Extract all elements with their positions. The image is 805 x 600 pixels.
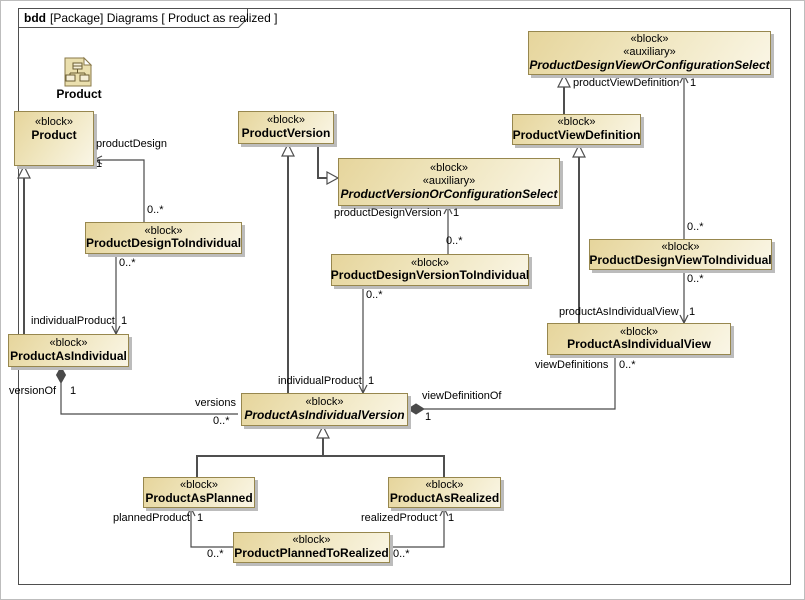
generalization-productAsIndividualView-to-productViewDefinition[interactable]: [572, 143, 586, 323]
block-name: ProductViewDefinition: [512, 127, 641, 142]
role-label-realizedProduct: realizedProduct: [361, 512, 438, 524]
multiplicity-label: 1: [70, 385, 77, 397]
block-productAsPlanned[interactable]: «block» ProductAsPlanned: [143, 477, 255, 508]
stereotype-label: «block»: [430, 162, 468, 175]
block-productAsIndividual[interactable]: «block» ProductAsIndividual: [8, 334, 129, 367]
block-name: ProductVersion: [241, 125, 331, 140]
stereotype-label: «block»: [630, 33, 669, 46]
generalization-productVersion-to-productVersionOrConfigurationSelect[interactable]: [317, 144, 340, 186]
stereotype-label: «block»: [557, 116, 596, 129]
block-name: ProductDesignViewToIndividual: [589, 252, 772, 267]
multiplicity-label: 0..*: [213, 415, 230, 427]
block-name: ProductDesignVersionToIndividual: [330, 268, 530, 283]
stereotype-label: «block»: [305, 396, 344, 409]
association-productDesignVersionToIndividual-productVersionOrConfigurationSelect[interactable]: [443, 204, 453, 254]
role-label-productAsIndividualView: productAsIndividualView: [559, 306, 679, 318]
block-product[interactable]: «block» Product: [14, 111, 94, 166]
multiplicity-label: 0..*: [687, 221, 704, 233]
diagram-title-text: [Package] Diagrams [ Product as realized…: [50, 11, 278, 25]
multiplicity-label: 0..*: [366, 289, 383, 301]
stereotype-label: «block»: [267, 114, 305, 127]
association-productDesignToIndividual-product[interactable]: [92, 155, 145, 222]
multiplicity-label: 0..*: [119, 257, 136, 269]
diagram-shortcut-glyph: [64, 56, 93, 87]
product-shortcut-icon[interactable]: [62, 56, 94, 93]
multiplicity-label: 0..*: [446, 235, 463, 247]
role-label-individualProduct: individualProduct: [31, 315, 115, 327]
generalization-planned-realized-to-productAsIndividualVersion[interactable]: [196, 424, 445, 477]
block-name: ProductVersionOrConfigurationSelect: [340, 186, 558, 201]
multiplicity-label: 0..*: [147, 204, 164, 216]
block-productAsRealized[interactable]: «block» ProductAsRealized: [388, 477, 501, 508]
multiplicity-label: 1: [448, 512, 455, 524]
multiplicity-label: 1: [368, 375, 375, 387]
multiplicity-label: 0..*: [207, 548, 224, 560]
block-name: ProductAsRealized: [389, 490, 500, 505]
multiplicity-label: 1: [689, 306, 696, 318]
block-name: ProductPlannedToRealized: [234, 545, 389, 560]
frame-title-tab: [18, 8, 248, 28]
generalization-productViewDefinition-to-productDesignViewOrConfigurationSelect[interactable]: [557, 73, 571, 114]
role-label-productDesignVersion: productDesignVersion: [334, 207, 442, 219]
block-productDesignVersionToIndividual[interactable]: «block» ProductDesignVersionToIndividual: [331, 254, 529, 286]
multiplicity-label: 1: [453, 207, 460, 219]
stereotype-label: «block»: [180, 479, 218, 492]
composition-productAsIndividualVersion-viewDefinitions[interactable]: [407, 355, 616, 415]
association-productDesignViewToIndividual-vertical[interactable]: [679, 73, 689, 325]
multiplicity-label: 0..*: [393, 548, 410, 560]
stereotype-label: «block»: [35, 116, 73, 128]
role-label-productViewDefinition: productViewDefinition: [573, 77, 680, 89]
stereotype-label: «block»: [144, 224, 183, 237]
block-productVersion[interactable]: «block» ProductVersion: [238, 111, 334, 144]
multiplicity-label: 0..*: [619, 359, 636, 371]
block-productAsIndividualVersion[interactable]: «block» ProductAsIndividualVersion: [241, 393, 408, 426]
stereotype-label: «auxiliary»: [623, 46, 676, 59]
multiplicity-label: 1: [96, 158, 103, 170]
diagram-title: bdd [Package] Diagrams [ Product as reali…: [24, 11, 277, 25]
stereotype-label: «block»: [411, 256, 449, 269]
multiplicity-label: 1: [121, 315, 128, 327]
diagram-kind: bdd: [24, 11, 46, 25]
block-productDesignViewOrConfigurationSelect[interactable]: «block» «auxiliary» ProductDesignViewOrC…: [528, 31, 771, 75]
association-productPlannedToRealized-productAsPlanned[interactable]: [186, 506, 233, 548]
block-name: ProductDesignToIndividual: [85, 236, 242, 251]
diagram-frame: [18, 8, 791, 585]
stereotype-label: «block»: [425, 479, 464, 492]
block-productPlannedToRealized[interactable]: «block» ProductPlannedToRealized: [233, 532, 390, 563]
role-label-versions: versions: [195, 397, 236, 409]
block-productViewDefinition[interactable]: «block» ProductViewDefinition: [512, 114, 641, 145]
block-name: ProductAsIndividualView: [567, 337, 711, 352]
association-productPlannedToRealized-productAsRealized[interactable]: [390, 506, 449, 548]
block-name: ProductDesignViewOrConfigurationSelect: [529, 57, 770, 72]
block-productDesignViewToIndividual[interactable]: «block» ProductDesignViewToIndividual: [589, 239, 772, 270]
product-shortcut-label: Product: [56, 87, 102, 101]
stereotype-label: «auxiliary»: [422, 175, 476, 188]
role-label-plannedProduct: plannedProduct: [113, 512, 191, 524]
stereotype-label: «block»: [292, 534, 331, 547]
role-label-productDesign: productDesign: [96, 138, 167, 150]
block-name: Product: [31, 127, 77, 142]
block-productDesignToIndividual[interactable]: «block» ProductDesignToIndividual: [85, 222, 242, 254]
block-name: ProductAsIndividual: [10, 348, 127, 363]
block-productAsIndividualView[interactable]: «block» ProductAsIndividualView: [547, 323, 731, 355]
multiplicity-label: 1: [197, 512, 204, 524]
block-name: ProductAsPlanned: [145, 490, 253, 505]
generalization-productAsIndividualVersion-to-productVersion[interactable]: [281, 142, 295, 393]
role-label-viewDefinitions: viewDefinitions: [535, 359, 609, 371]
multiplicity-label: 1: [425, 411, 432, 423]
role-label-versionOf: versionOf: [9, 385, 57, 397]
multiplicity-label: 1: [690, 77, 697, 89]
multiplicity-label: 0..*: [687, 273, 704, 285]
block-productVersionOrConfigurationSelect[interactable]: «block» «auxiliary» ProductVersionOrConf…: [338, 158, 560, 206]
composition-productAsIndividual-versions[interactable]: [55, 365, 239, 415]
stereotype-label: «block»: [620, 325, 658, 338]
block-name: ProductAsIndividualVersion: [244, 407, 405, 422]
generalization-productAsIndividual-to-product[interactable]: [17, 164, 31, 334]
role-label-viewDefinitionOf: viewDefinitionOf: [422, 390, 502, 402]
role-label-individualProduct: individualProduct: [278, 375, 362, 387]
stereotype-label: «block»: [661, 241, 700, 254]
stereotype-label: «block»: [49, 337, 88, 350]
